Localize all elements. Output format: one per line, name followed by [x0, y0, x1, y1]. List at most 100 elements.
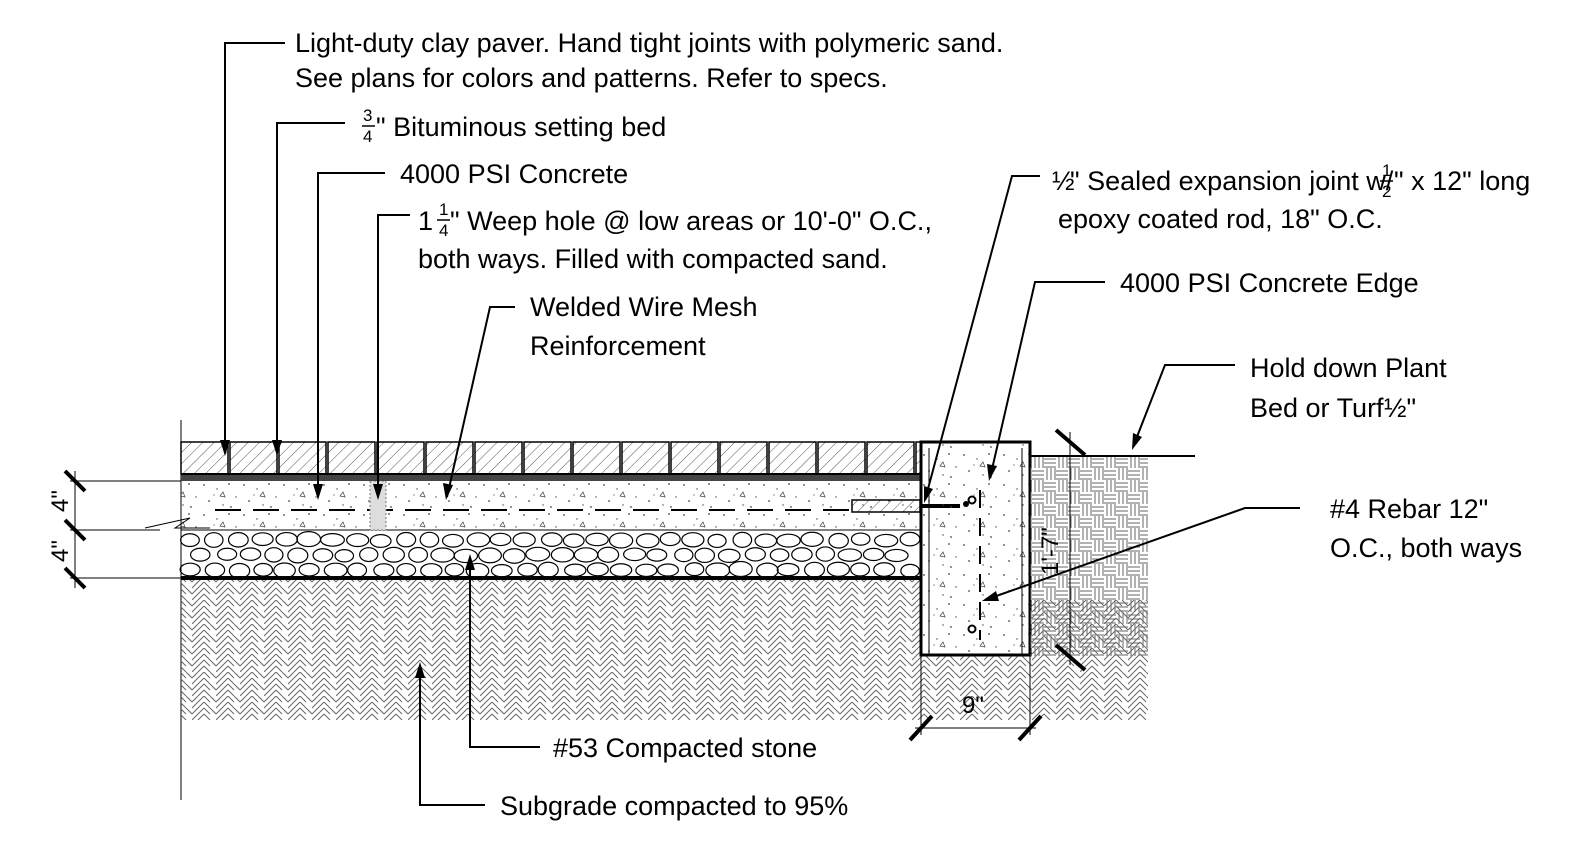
rebar-bottom: [967, 624, 977, 634]
stone: [275, 531, 298, 547]
stone: [189, 547, 211, 562]
stone: [756, 562, 779, 579]
weep-note-line2: both ways. Filled with compacted sand.: [418, 244, 888, 274]
leader-lines: [224, 42, 1300, 806]
stone: [728, 560, 753, 578]
hold-down-line2: Bed or Turf: [1250, 393, 1384, 423]
setting-bed-denominator: 4: [363, 127, 372, 146]
concrete-slab: [181, 481, 921, 530]
paver-unit: [572, 441, 621, 475]
stone: [850, 532, 871, 546]
stone: [180, 533, 200, 548]
stone: [396, 531, 417, 548]
stone: [253, 562, 274, 577]
edge-depth-dim: 1'-7": [1037, 527, 1064, 575]
hold-down-line1: Hold down Plant: [1250, 353, 1447, 383]
concrete-note: 4000 PSI Concrete: [400, 159, 628, 189]
stone: [754, 533, 778, 549]
paver-note-line2: See plans for colors and patterns. Refer…: [295, 63, 888, 93]
stone: [490, 563, 513, 578]
stone: [453, 548, 479, 564]
joint-fraction: ½: [1052, 166, 1075, 196]
stone: [320, 533, 345, 547]
stone: [684, 562, 705, 577]
paver-unit: [474, 441, 523, 475]
concrete-edge: [919, 440, 1032, 657]
edge-depth-tick-bottom: [1054, 643, 1087, 672]
stone: [540, 532, 563, 547]
joint-denominator: 2: [1382, 182, 1391, 201]
stone: [203, 532, 224, 548]
edge-width-tick-left: [908, 714, 934, 742]
subgrade-layer: [181, 578, 921, 720]
stone: [791, 547, 813, 562]
subgrade-note: Subgrade compacted to 95%: [500, 791, 848, 821]
mesh-note-line2: Reinforcement: [530, 331, 706, 361]
stone: [674, 547, 694, 563]
concrete-depth-dim: 4": [47, 490, 74, 512]
stone: [732, 531, 753, 548]
leader-arrowheads: [220, 433, 1142, 678]
stone: [396, 562, 417, 578]
paver-unit: [425, 441, 474, 475]
setting-bed-note: " Bituminous setting bed: [376, 112, 666, 142]
stone: [430, 547, 455, 563]
paver-unit: [180, 441, 229, 475]
stone: [900, 563, 920, 579]
stone: [179, 562, 201, 577]
weep-numerator: 1: [439, 200, 448, 219]
stone: [550, 547, 575, 563]
paver-unit: [376, 441, 425, 475]
paver-unit: [523, 441, 572, 475]
weep-note-line1: " Weep hole @ low areas or 10'-0" O.C.,: [450, 206, 932, 236]
stone: [408, 546, 429, 563]
stone: [373, 563, 395, 578]
stone: [609, 563, 633, 577]
stone: [334, 549, 355, 563]
stone: [466, 532, 491, 548]
edge-width-tick-right: [1017, 714, 1043, 742]
stone: [646, 548, 668, 562]
stone: [717, 548, 741, 564]
edge-depth-tick-top: [1054, 428, 1087, 457]
rebar-note-line1: #4 Rebar 12": [1330, 494, 1488, 524]
joint-numerator: 1: [1382, 161, 1391, 180]
stone: [502, 548, 526, 564]
paver-unit: [768, 441, 817, 475]
paver-unit: [621, 441, 670, 475]
stone: [776, 562, 800, 577]
hold-down-fraction: ½": [1384, 393, 1416, 423]
stone: [217, 547, 238, 561]
stone: [512, 532, 536, 548]
stone: [804, 561, 826, 578]
stone: [826, 561, 851, 577]
paver-unit: [866, 441, 915, 475]
stone: [659, 531, 681, 547]
mesh-note-line1: Welded Wire Mesh: [530, 292, 758, 322]
joint-note-line2: epoxy coated rod, 18" O.C.: [1058, 204, 1383, 234]
stone: [517, 562, 538, 577]
paver-unit: [719, 441, 768, 475]
stone: [597, 546, 620, 563]
stone: [899, 531, 921, 547]
stone: [874, 533, 899, 548]
stone: [227, 532, 249, 548]
stone: [419, 531, 440, 548]
stone: [346, 533, 370, 548]
stone: [296, 531, 322, 548]
stone: [369, 534, 392, 548]
setting-bed: [181, 474, 921, 481]
stone: [273, 562, 296, 579]
stone: [420, 563, 443, 578]
stone: [707, 533, 727, 549]
stone: [657, 563, 679, 577]
stone-depth-dim: 4": [47, 540, 74, 562]
stone: [347, 562, 368, 578]
stone: [635, 563, 658, 578]
stone: [239, 547, 262, 561]
paver-course: [180, 441, 922, 475]
paver-unit: [327, 441, 376, 475]
stone: [537, 561, 559, 578]
stone: [862, 547, 885, 562]
